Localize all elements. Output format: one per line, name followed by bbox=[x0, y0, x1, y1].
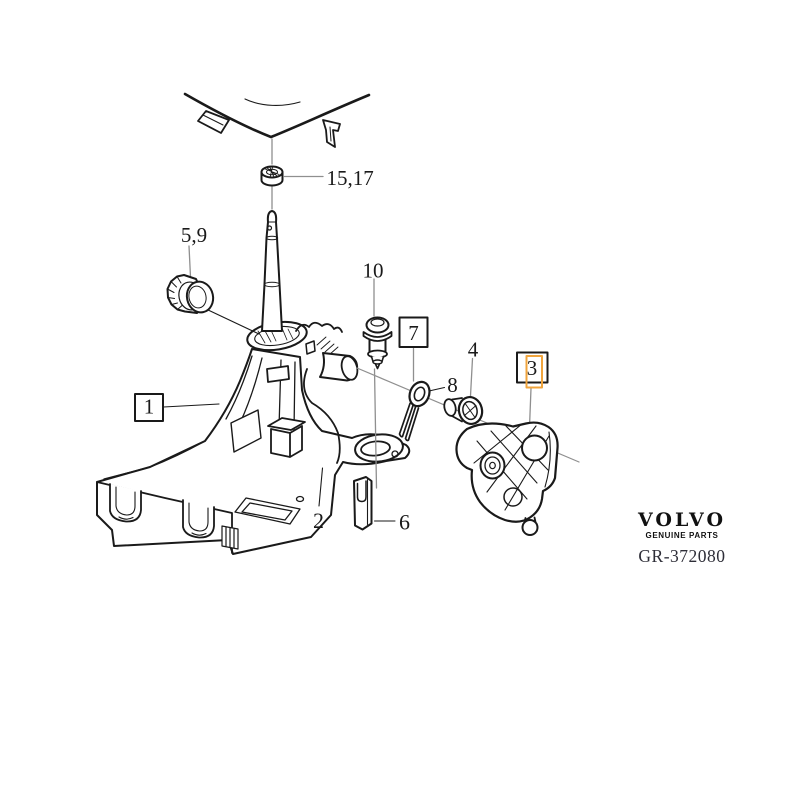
shaft-body bbox=[261, 210, 283, 332]
knob-teeth bbox=[167, 276, 183, 310]
leader-5-9 bbox=[188, 245, 192, 278]
foot-ribs bbox=[221, 525, 239, 550]
leader-lines-upper bbox=[188, 138, 375, 317]
bracket-part-3 bbox=[455, 421, 559, 536]
bushing-face-inner bbox=[462, 400, 478, 421]
cover-tab-lines bbox=[202, 114, 332, 142]
pin-body bbox=[368, 339, 387, 353]
ring-part-15-17 bbox=[260, 165, 284, 187]
bracket-boss bbox=[479, 451, 506, 480]
housing-silhouette bbox=[96, 348, 411, 555]
floor-hole bbox=[295, 495, 305, 503]
volvo-logo-tagline: GENUINE PARTS bbox=[645, 531, 719, 540]
cover-edge bbox=[183, 92, 371, 139]
bushing-part-4 bbox=[443, 396, 484, 425]
ring-inner bbox=[266, 168, 278, 176]
callout-3-highlight bbox=[525, 355, 543, 389]
bearing-saddle-left-inner bbox=[115, 486, 136, 520]
shaft-joint-upper bbox=[265, 235, 279, 241]
strap-part-6 bbox=[353, 476, 373, 531]
shifter-housing bbox=[96, 320, 411, 555]
mech-square-hole bbox=[305, 340, 316, 355]
pin-head bbox=[365, 316, 390, 334]
leader-4 bbox=[469, 357, 474, 397]
strap-hook-slot bbox=[356, 480, 367, 503]
bracket-boss-center bbox=[489, 461, 496, 470]
clip-ring-inner bbox=[413, 386, 426, 402]
bearing-saddle-right-inner bbox=[188, 502, 209, 536]
volvo-logo: VOLVO bbox=[637, 509, 727, 531]
housing-ribs bbox=[103, 355, 296, 480]
leader-1 bbox=[162, 403, 220, 408]
callout-8[interactable]: 8 bbox=[447, 373, 458, 397]
pin-head-top bbox=[370, 318, 385, 327]
callouts: 1 2 3 4 5,9 6 7 8 10 15,17 bbox=[134, 166, 549, 535]
bushing-spokes bbox=[464, 403, 477, 418]
mech-spring-hatch bbox=[316, 336, 339, 356]
pivot-rod-face bbox=[340, 355, 359, 381]
callout-5-9[interactable]: 5,9 bbox=[181, 223, 207, 247]
knob-face bbox=[185, 280, 215, 314]
ring-hatch bbox=[263, 165, 280, 178]
cover-inner-curve bbox=[244, 98, 301, 106]
callout-1-box[interactable] bbox=[134, 393, 164, 422]
gear-lever-shaft bbox=[261, 210, 283, 332]
ball-stud bbox=[521, 519, 539, 536]
callout-3[interactable]: 3 bbox=[527, 356, 538, 380]
callout-6[interactable]: 6 bbox=[399, 510, 410, 535]
pedestal-block bbox=[267, 417, 306, 458]
callout-4[interactable]: 4 bbox=[468, 338, 479, 362]
arm-screw-hole bbox=[391, 450, 399, 458]
callout-7-box[interactable] bbox=[398, 316, 429, 348]
pin-tip bbox=[374, 363, 381, 370]
callout-7[interactable]: 7 bbox=[408, 321, 419, 345]
bracket-boss-inner bbox=[484, 456, 501, 475]
knob-part-5-9 bbox=[166, 274, 215, 314]
leader-10-lower bbox=[373, 368, 378, 489]
shaft-joint-lower bbox=[263, 281, 281, 288]
mech-collar-hatch bbox=[257, 327, 294, 344]
bracket-bottom-hole bbox=[503, 487, 523, 507]
mech-scallops bbox=[295, 321, 343, 333]
pin-tip-ring bbox=[372, 359, 383, 365]
shaft-pin-hole bbox=[266, 225, 273, 231]
branding-block: VOLVO GENUINE PARTS GR-372080 bbox=[617, 511, 747, 567]
callout-2[interactable]: 2 bbox=[313, 508, 324, 533]
floor-recess bbox=[234, 497, 301, 525]
clip-part-7-8 bbox=[398, 380, 431, 442]
leader-8 bbox=[428, 386, 446, 392]
knob-face-inner bbox=[188, 285, 207, 309]
leader-lines-dark bbox=[162, 386, 446, 522]
housing-window bbox=[230, 409, 262, 453]
callout-1[interactable]: 1 bbox=[144, 395, 155, 419]
strap-inner-edge bbox=[353, 478, 369, 526]
drawing-number: GR-372080 bbox=[638, 546, 726, 566]
cover-tabs bbox=[197, 110, 341, 148]
bushing-back-flange bbox=[443, 398, 457, 417]
pin-part-10 bbox=[362, 316, 393, 370]
leader-2 bbox=[318, 467, 324, 507]
leader-5-9-to-assembly bbox=[205, 308, 260, 335]
curved-arm bbox=[303, 368, 341, 464]
clip-prongs bbox=[398, 402, 420, 442]
callout-15-17[interactable]: 15,17 bbox=[327, 166, 374, 190]
tower-slot bbox=[266, 365, 290, 383]
leader-3 bbox=[528, 387, 532, 428]
console-cover bbox=[183, 92, 371, 148]
bushing-neck bbox=[451, 397, 463, 423]
callout-10[interactable]: 10 bbox=[363, 259, 384, 283]
bracket-top-hole bbox=[521, 434, 548, 462]
